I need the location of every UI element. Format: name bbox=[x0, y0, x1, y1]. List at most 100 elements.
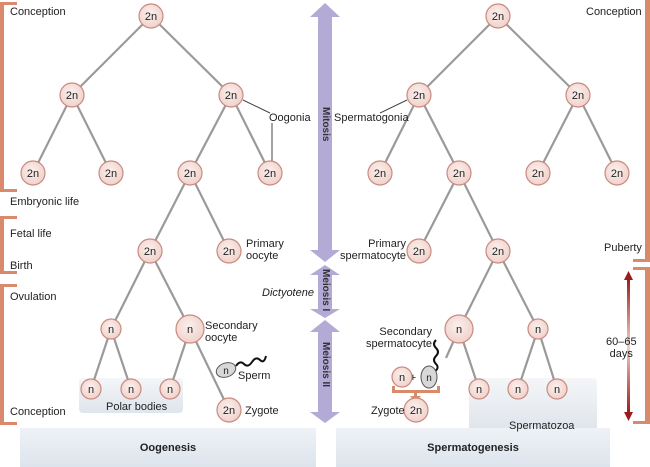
cell-circle bbox=[20, 160, 46, 186]
cell-circle bbox=[367, 160, 393, 186]
cell-ploidy-label: 2n bbox=[264, 168, 276, 180]
sperm-head-label: n bbox=[426, 373, 432, 384]
diploid-cell: 2n bbox=[216, 238, 242, 264]
haploid-cell: n bbox=[507, 378, 529, 400]
cell-ploidy-label: 2n bbox=[492, 246, 504, 258]
cell-circle bbox=[507, 378, 529, 400]
lineage-edge bbox=[577, 94, 618, 174]
diploid-cell: 2n bbox=[98, 160, 124, 186]
oogenesis-footer: Oogenesis bbox=[20, 428, 316, 467]
cell-ploidy-label: n bbox=[187, 324, 193, 336]
cell-circle bbox=[80, 378, 102, 400]
diploid-cell: 2n bbox=[367, 160, 393, 186]
diploid-cell: 2n bbox=[403, 397, 429, 423]
mitosis-arrow bbox=[310, 3, 340, 262]
label-conception-bottom-left: Conception bbox=[10, 406, 66, 418]
lineage-edge bbox=[149, 250, 191, 330]
bracket-tick bbox=[633, 267, 650, 270]
cell-ploidy-label: 2n bbox=[611, 168, 623, 180]
label-mitosis: Mitosis bbox=[320, 107, 331, 142]
duration-arrow-up-head bbox=[624, 271, 633, 280]
lineage-edge bbox=[537, 94, 579, 174]
label-dictyotene: Dictyotene bbox=[262, 287, 314, 299]
sperm-head-label: n bbox=[223, 366, 229, 377]
label-primary-oocyte: Primary oocyte bbox=[246, 238, 284, 262]
lineage-edge bbox=[379, 94, 420, 174]
cell-circle bbox=[120, 378, 142, 400]
lineage-edge bbox=[71, 94, 112, 174]
spermatogenesis-title: Spermatogenesis bbox=[427, 441, 519, 454]
cell-ploidy-label: 2n bbox=[453, 168, 465, 180]
cell-ploidy-label: 2n bbox=[413, 246, 425, 258]
cell-ploidy-label: 2n bbox=[105, 168, 117, 180]
diploid-cell: 2n bbox=[59, 82, 85, 108]
label-meiosis-2: Meiosis II bbox=[320, 342, 331, 388]
cell-ploidy-label: n bbox=[554, 384, 560, 396]
diploid-cell: 2n bbox=[216, 397, 242, 423]
label-puberty: Puberty bbox=[604, 242, 642, 254]
cell-ploidy-label: 2n bbox=[410, 405, 422, 417]
haploid-cell: n bbox=[175, 314, 205, 344]
sperm-tail bbox=[235, 355, 267, 367]
meiosis-2-arrow-down-head bbox=[310, 412, 340, 423]
label-ovulation: Ovulation bbox=[10, 291, 57, 303]
bracket-tick bbox=[0, 271, 17, 274]
cell-ploidy-label: 2n bbox=[145, 11, 157, 23]
cell-ploidy-label: n bbox=[128, 384, 134, 396]
label-secondary-oocyte: Secondary oocyte bbox=[205, 320, 258, 344]
cell-circle bbox=[468, 378, 490, 400]
spermatogonia-leader-line bbox=[379, 99, 408, 114]
fusion-arrow-shaft bbox=[414, 392, 417, 397]
mitosis-arrow-shaft bbox=[318, 16, 332, 254]
sperm-head bbox=[420, 365, 438, 389]
cell-ploidy-label: n bbox=[535, 324, 541, 336]
bracket-adult bbox=[0, 284, 4, 425]
label-sperm: Sperm bbox=[238, 370, 271, 382]
fusion-bracket-end bbox=[437, 386, 440, 393]
diploid-cell: 2n bbox=[218, 82, 244, 108]
cell-circle bbox=[546, 378, 568, 400]
cell-ploidy-label: 2n bbox=[413, 90, 425, 102]
label-meiosis-1: Meiosis I bbox=[320, 269, 331, 312]
bracket-tick bbox=[0, 422, 17, 425]
cell-circle bbox=[406, 82, 432, 108]
fertilization-group: n + bbox=[392, 339, 440, 402]
bracket-tick bbox=[633, 421, 650, 424]
label-embryonic-life: Embryonic life bbox=[10, 196, 80, 208]
lineage-edge bbox=[110, 250, 151, 330]
bracket-prepuberty bbox=[645, 0, 650, 262]
duration-arrow bbox=[624, 271, 633, 421]
diploid-cell: 2n bbox=[565, 82, 591, 108]
haploid-cell: n bbox=[80, 378, 102, 400]
cell-circle bbox=[216, 397, 242, 423]
diploid-cell: 2n bbox=[137, 238, 163, 264]
lineage-edge bbox=[418, 172, 460, 252]
diploid-cell: 2n bbox=[20, 160, 46, 186]
spermatogenesis-footer: Spermatogenesis bbox=[336, 428, 610, 467]
cell-ploidy-label: 2n bbox=[184, 168, 196, 180]
haploid-cell: n bbox=[468, 378, 490, 400]
label-duration: 60–65 days bbox=[606, 336, 637, 360]
cell-circle bbox=[485, 3, 511, 29]
diploid-cell: 2n bbox=[525, 160, 551, 186]
lineage-edge bbox=[189, 94, 232, 174]
bracket-fetal bbox=[0, 216, 4, 274]
lineage-edge bbox=[418, 15, 499, 96]
diploid-cell: 2n bbox=[485, 3, 511, 29]
lineage-edge bbox=[150, 15, 232, 96]
cell-circle bbox=[159, 378, 181, 400]
cell-circle bbox=[138, 3, 164, 29]
haploid-cell: n bbox=[100, 318, 122, 340]
cell-circle bbox=[391, 366, 413, 388]
lineage-edge bbox=[189, 328, 230, 411]
left-timeline-brackets bbox=[0, 2, 17, 425]
cell-ploidy-label: n bbox=[88, 384, 94, 396]
label-spermatozoa: Spermatozoa bbox=[509, 420, 575, 432]
label-birth: Birth bbox=[10, 260, 33, 272]
spermatozoa-box bbox=[469, 378, 597, 436]
cell-circle bbox=[565, 82, 591, 108]
cell-circle bbox=[175, 314, 205, 344]
cell-ploidy-label: 2n bbox=[144, 246, 156, 258]
oogonia-leader-line bbox=[242, 99, 271, 114]
